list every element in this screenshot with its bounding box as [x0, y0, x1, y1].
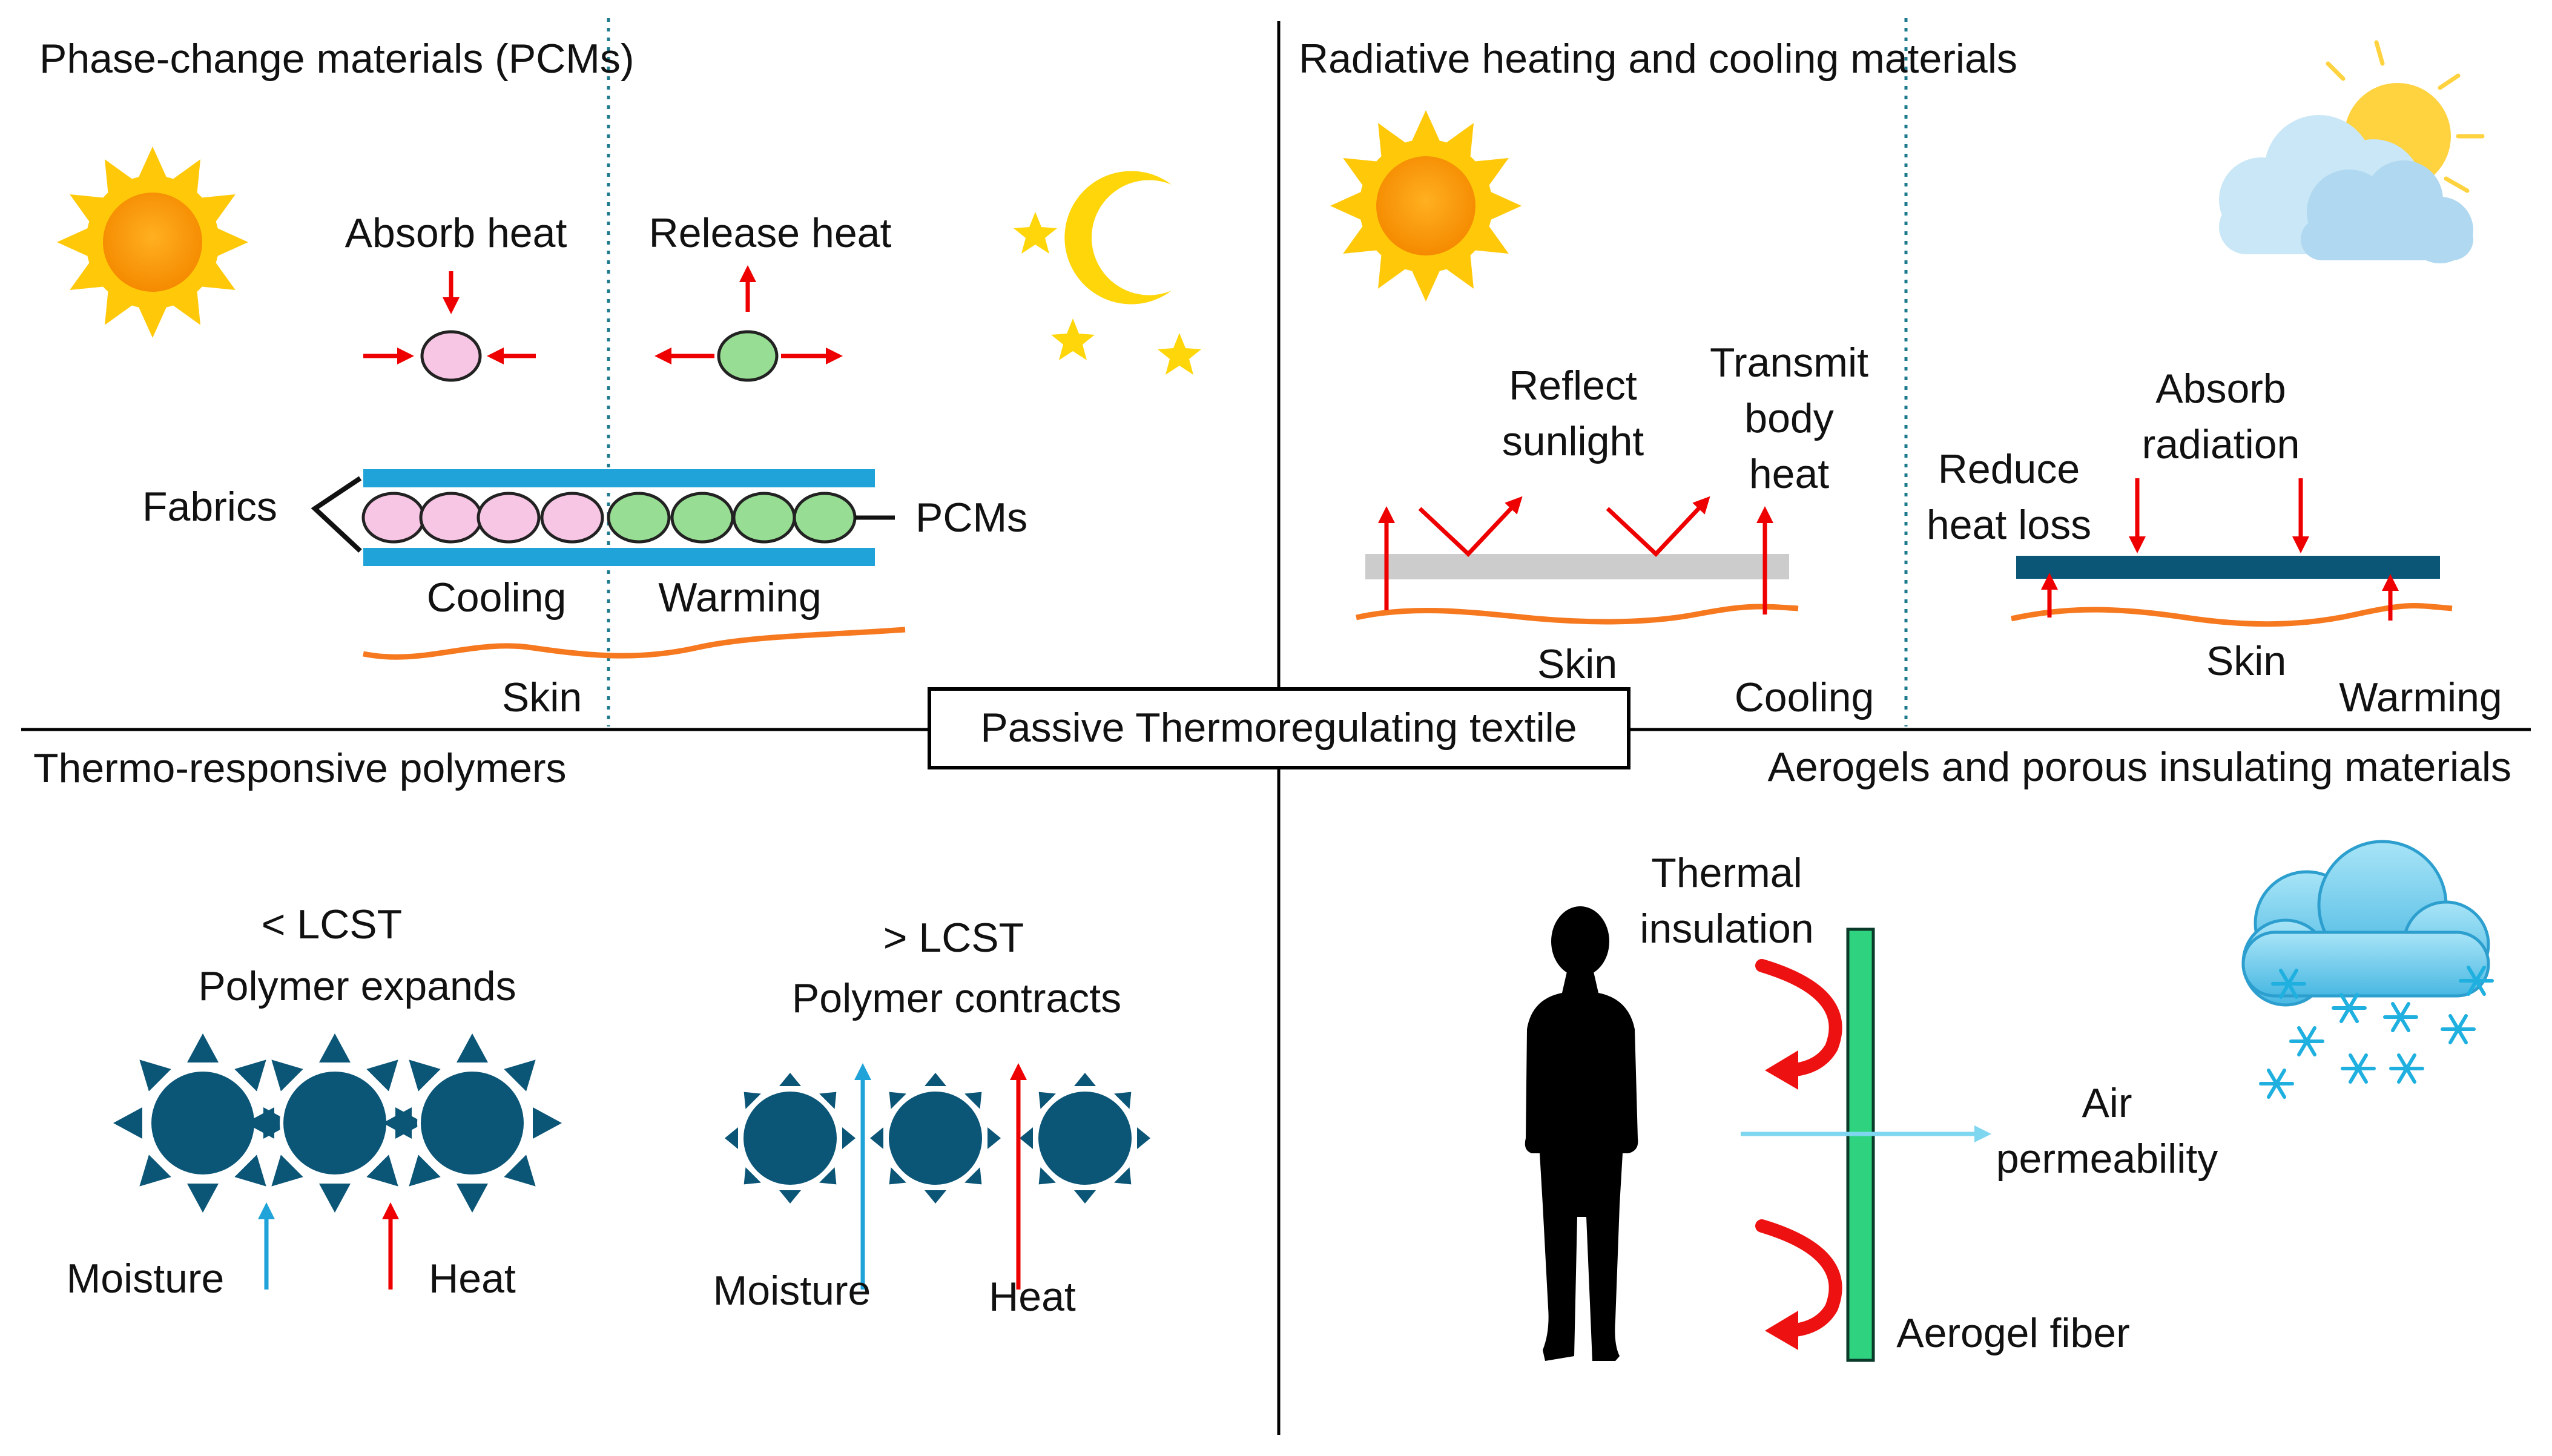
- reflect-arrow-1: [1418, 496, 1523, 557]
- fabrics-label: Fabrics: [142, 484, 277, 530]
- transmit-label-3: heat: [1749, 451, 1829, 497]
- moon-icon: [1064, 171, 1172, 305]
- radiative-cooling-label: Cooling: [1735, 674, 1874, 720]
- star-icon: [1014, 212, 1201, 375]
- radiative-warming-label: Warming: [2339, 674, 2502, 720]
- absorb-radiation-label-2: radiation: [2142, 421, 2300, 467]
- pcm-pink-particle: [420, 330, 482, 382]
- thermo-title: Thermo-responsive polymers: [33, 745, 567, 791]
- aerogel-fiber: [1846, 927, 1875, 1362]
- pcm-title: Phase-change materials (PCMs): [39, 36, 635, 82]
- above-lcst-label: > LCST: [883, 915, 1024, 961]
- heat-label-left: Heat: [429, 1256, 516, 1302]
- radiative-skin-right: [2011, 603, 2453, 627]
- permeability-label: permeability: [1996, 1136, 2218, 1182]
- aerogel-fiber-label: Aerogel fiber: [1896, 1310, 2130, 1356]
- sun-cloud-icon: [2219, 40, 2485, 263]
- pcm-warming-label: Warming: [658, 575, 822, 621]
- release-heat-label: Release heat: [649, 210, 892, 256]
- pcm-skin-line: [363, 627, 906, 660]
- reflective-fabric: [1365, 554, 1789, 579]
- heat-label-right: Heat: [989, 1274, 1076, 1320]
- below-lcst-label: < LCST: [262, 901, 402, 947]
- fabric-top-layer: [363, 469, 875, 487]
- human-silhouette-icon: [1525, 906, 1638, 1361]
- expanded-polymer-chain: [113, 1033, 562, 1213]
- reduce-label-1: Reduce: [1938, 446, 2080, 492]
- sun-icon: [1330, 110, 1522, 301]
- fabric-bottom-layer: [363, 548, 875, 566]
- reflect-label-1: Reflect: [1509, 363, 1637, 409]
- moisture-label-right: Moisture: [713, 1268, 871, 1314]
- polymer-contracts-label: Polymer contracts: [792, 975, 1121, 1021]
- pcm-cooling-label: Cooling: [427, 575, 567, 621]
- reduce-label-2: heat loss: [1927, 502, 2091, 548]
- pcm-capsules: [361, 492, 857, 544]
- thermal-insulation-label-1: Thermal: [1651, 850, 1802, 896]
- reflect-label-2: sunlight: [1502, 418, 1644, 464]
- center-title: Passive Thermoregulating textile: [980, 705, 1577, 751]
- pcms-label: PCMs: [915, 495, 1027, 541]
- snow-cloud-icon: [2241, 840, 2494, 1099]
- radiative-title: Radiative heating and cooling materials: [1299, 36, 2017, 82]
- reflect-arrow-2: [1606, 496, 1710, 557]
- center-title-box: [928, 687, 1630, 769]
- transmit-label-2: body: [1744, 395, 1833, 441]
- radiative-skin-label-left: Skin: [1537, 641, 1617, 687]
- air-label: Air: [2082, 1080, 2132, 1126]
- radiative-skin-left: [1356, 604, 1799, 625]
- insulation-curved-arrow-bottom: [1755, 1219, 1842, 1350]
- radiative-skin-label-right: Skin: [2206, 638, 2286, 684]
- polymer-expands-label: Polymer expands: [198, 963, 516, 1009]
- fabrics-pointer: [311, 476, 362, 553]
- aerogel-title: Aerogels and porous insulating materials: [1768, 744, 2511, 790]
- absorb-radiation-label-1: Absorb: [2155, 366, 2286, 412]
- contracted-polymer-chain: [725, 1073, 1150, 1204]
- pcm-skin-label: Skin: [502, 674, 582, 720]
- absorb-heat-label: Absorb heat: [345, 210, 567, 256]
- insulation-curved-arrow-top: [1755, 959, 1842, 1090]
- thermal-insulation-label-2: insulation: [1640, 906, 1813, 952]
- sun-icon: [57, 147, 248, 338]
- transmit-label-1: Transmit: [1710, 340, 1868, 386]
- moisture-label-left: Moisture: [67, 1256, 225, 1302]
- pcm-green-particle: [717, 330, 779, 382]
- absorbing-fabric: [2016, 556, 2440, 579]
